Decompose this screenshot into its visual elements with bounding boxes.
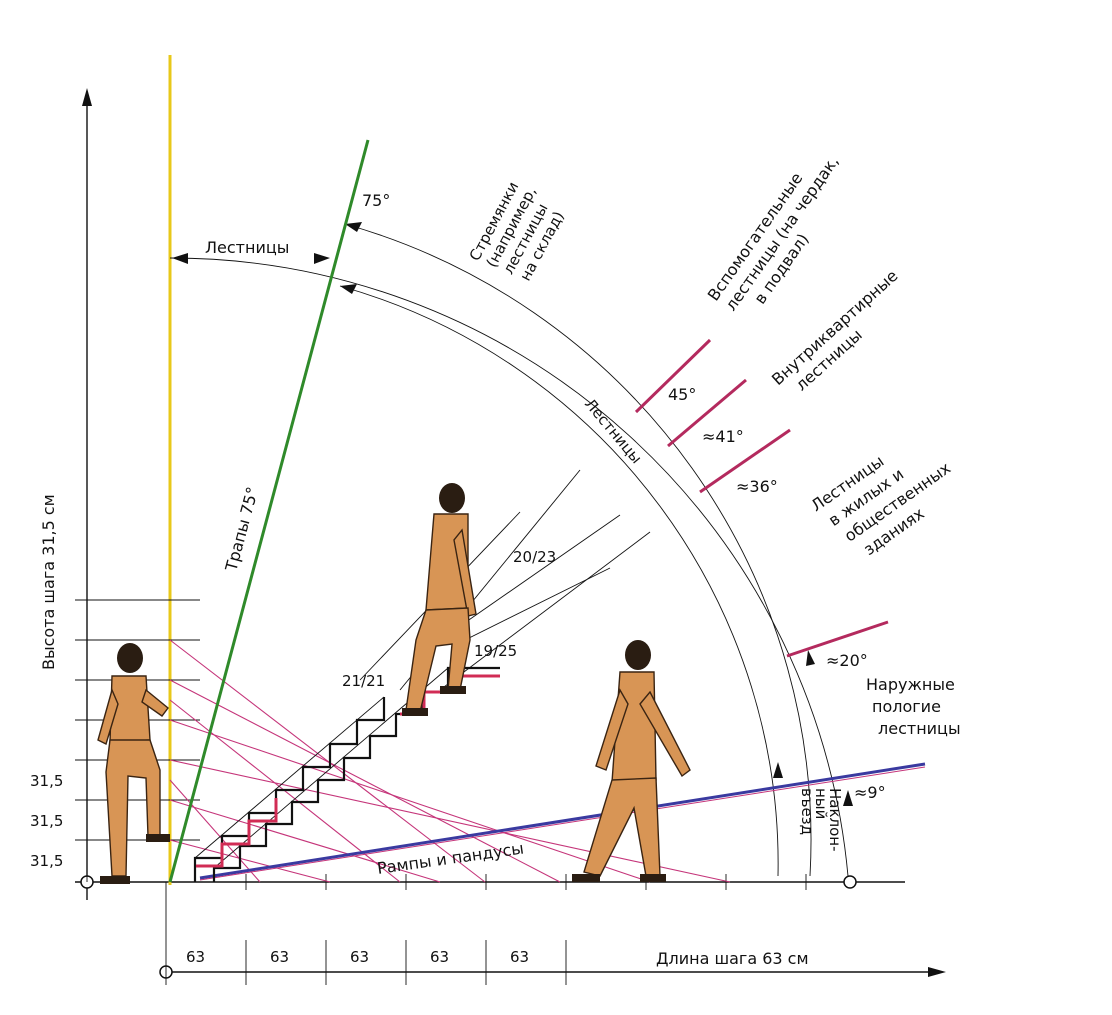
label-residential: Лестницы в жилых и общественных зданиях (807, 451, 954, 559)
label-auxiliary: Вспомогательные лестницы (на чердак, в п… (704, 152, 843, 314)
x-tick-1: 63 (186, 948, 205, 966)
x-axis-label: Длина шага 63 см (656, 949, 809, 968)
label-stairs-top: Лестницы (205, 238, 289, 257)
ramp-underline (199, 766, 926, 881)
y-axis-arrow (82, 88, 92, 106)
ratio-line-3 (439, 531, 651, 691)
x-tick-2: 63 (270, 948, 289, 966)
marker-45 (634, 338, 712, 414)
label-ratio-19-25: 19/25 (474, 642, 517, 660)
y-ticks: 31,5 31,5 31,5 (30, 772, 63, 870)
marker-41 (667, 378, 747, 448)
angle-arcs (169, 222, 853, 877)
svg-text:Внутриквартирные: Внутриквартирные (768, 266, 902, 389)
y-axis-label: Высота шага 31,5 см (39, 494, 58, 670)
label-angle-45: 45° (668, 385, 696, 404)
x-tick-4: 63 (430, 948, 449, 966)
x-ticks: 63 63 63 63 63 (186, 940, 567, 985)
ramp-line (199, 762, 926, 880)
label-ramp-entry: Наклон- ный въезд (798, 788, 844, 852)
height-guides (75, 599, 200, 882)
x-tick-3: 63 (350, 948, 369, 966)
label-ramps: Рампы и пандусы (376, 839, 525, 878)
climbing-person-icon (97, 643, 170, 884)
label-stairs-arc: Лестницы (581, 395, 646, 467)
outer-arc (169, 257, 849, 877)
angle-markers (634, 338, 889, 658)
middle-arc (344, 223, 812, 877)
label-intra: Внутриквартирные лестницы (768, 266, 902, 394)
svg-text:ный: ный (812, 788, 830, 819)
label-angle-75: 75° (362, 191, 390, 210)
ground-ticks (245, 874, 807, 890)
label-stremyanki: Стремянки (например, лестницы на склад) (466, 179, 568, 284)
label-outdoor: Наружные пологие лестницы (866, 675, 961, 738)
svg-text:въезд: въезд (798, 788, 816, 835)
walking-person-icon (572, 640, 691, 882)
label-ratio-20-23: 20/23 (513, 548, 556, 566)
stair-climbing-person-icon (402, 483, 477, 716)
label-angle-36: ≈36° (736, 477, 778, 496)
label-angle-20: ≈20° (826, 651, 868, 670)
label-ratio-21-21: 21/21 (342, 672, 385, 690)
svg-text:Наружные: Наружные (866, 675, 955, 694)
marker-36 (699, 428, 791, 494)
x-tick-5: 63 (510, 948, 529, 966)
svg-text:лестницы (на чердак,: лестницы (на чердак, (721, 152, 842, 314)
y-tick-1: 31,5 (30, 772, 63, 790)
svg-text:Наклон-: Наклон- (826, 788, 844, 852)
trapy-75-line (168, 139, 370, 883)
marker-20 (786, 620, 889, 658)
arc-end-marker (843, 875, 857, 889)
label-angle-9: ≈9° (854, 783, 886, 802)
y-tick-3: 31,5 (30, 852, 63, 870)
label-angle-41: ≈41° (702, 427, 744, 446)
inner-arc (339, 285, 779, 877)
x-axis-arrow (928, 967, 946, 977)
svg-text:лестницы: лестницы (878, 719, 961, 738)
svg-text:пологие: пологие (872, 697, 941, 716)
y-tick-2: 31,5 (30, 812, 63, 830)
